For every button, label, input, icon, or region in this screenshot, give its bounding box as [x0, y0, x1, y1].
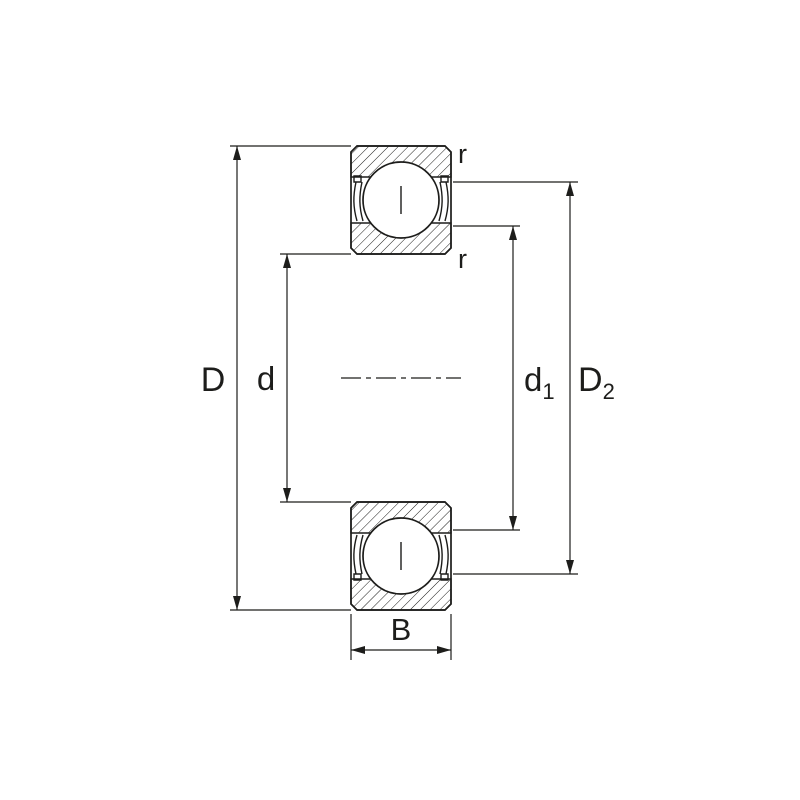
arrowhead-left: [351, 646, 365, 654]
arrowhead-down: [283, 488, 291, 502]
dimension-d: d: [257, 253, 351, 503]
dimension-D2: D2: [453, 181, 615, 575]
bottom-section-outline: [350, 501, 452, 611]
shield-line-outer: [353, 181, 358, 222]
shield-hook: [353, 175, 362, 183]
dim-label-d1-main: d: [524, 361, 542, 398]
bearing-bottom-section: [350, 501, 452, 611]
dim-label-D2-sub: 2: [603, 379, 615, 404]
dimension-d1: d1: [453, 225, 555, 531]
dim-label-D2: D2: [578, 361, 615, 404]
arrowhead-down: [566, 560, 574, 574]
dim-label-r-inner: r: [458, 244, 467, 274]
dim-label-D: D: [201, 361, 226, 399]
bearing-top-section: [350, 145, 452, 255]
arrowhead-right: [437, 646, 451, 654]
arrowhead-up: [566, 182, 574, 196]
dim-label-d1-sub: 1: [542, 379, 554, 404]
dim-label-d: d: [257, 360, 275, 397]
dim-label-r-outer: r: [458, 139, 467, 169]
dim-label-B: B: [391, 612, 412, 647]
shield-top-left: [353, 175, 364, 222]
arrowhead-up: [283, 254, 291, 268]
dimension-B: B: [350, 612, 452, 660]
shield-top-right: [438, 175, 449, 222]
top-section-outline: [350, 145, 452, 255]
shield-bottom-left: [353, 534, 364, 581]
arrowhead-down: [509, 516, 517, 530]
arrowhead-up: [233, 146, 241, 160]
dim-label-D2-main: D: [578, 361, 603, 399]
arrowhead-up: [509, 226, 517, 240]
shield-line-inner: [359, 181, 364, 222]
arrowhead-down: [233, 596, 241, 610]
shield-bottom-right: [438, 534, 449, 581]
dimension-D: D: [201, 145, 351, 611]
dim-label-d1: d1: [524, 361, 555, 404]
